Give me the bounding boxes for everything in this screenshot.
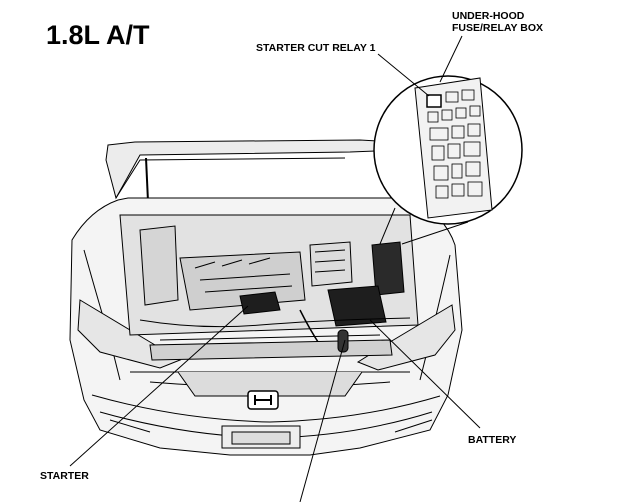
leader-bottom bbox=[299, 339, 346, 502]
label-starter-cut-relay: STARTER CUT RELAY 1 bbox=[256, 42, 376, 54]
leader-starter bbox=[69, 305, 249, 467]
leader-relay bbox=[377, 53, 430, 97]
label-starter: STARTER bbox=[40, 470, 89, 482]
leader-battery bbox=[369, 319, 481, 429]
fuse-box-detail bbox=[414, 77, 493, 219]
label-under-hood: UNDER-HOOD bbox=[452, 10, 525, 22]
diagram-title: 1.8L A/T bbox=[46, 20, 150, 50]
open-hood bbox=[105, 139, 401, 200]
label-battery: BATTERY bbox=[468, 434, 517, 446]
battery bbox=[327, 285, 387, 327]
starter-cut-relay-detail bbox=[426, 94, 442, 108]
front-bumper bbox=[91, 394, 441, 423]
leader-fuse-box bbox=[439, 35, 463, 83]
fuse-box-in-car bbox=[371, 241, 405, 296]
starter bbox=[239, 291, 281, 315]
label-fuse-relay-box: FUSE/RELAY BOX bbox=[452, 22, 544, 34]
